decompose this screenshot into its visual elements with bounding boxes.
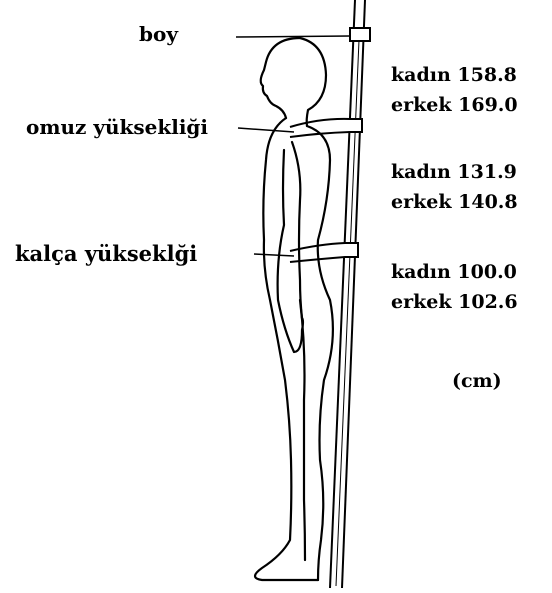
human-figure (255, 38, 333, 580)
shoulder-slider (238, 119, 362, 137)
measuring-rod (330, 0, 365, 588)
height-male-value: erkek 169.0 (391, 90, 518, 120)
label-hip-height: kalça yükseklği (15, 243, 197, 264)
hip-measurement-group: kadın 100.0 erkek 102.6 (391, 257, 518, 317)
hip-male-value: erkek 102.6 (391, 287, 518, 317)
shoulder-male-value: erkek 140.8 (391, 187, 518, 217)
height-measurement-group: kadın 158.8 erkek 169.0 (391, 60, 518, 120)
shoulder-measurement-group: kadın 131.9 erkek 140.8 (391, 157, 518, 217)
shoulder-female-value: kadın 131.9 (391, 157, 518, 187)
unit-label: (cm) (452, 372, 502, 391)
hip-slider (254, 243, 358, 262)
height-female-value: kadın 158.8 (391, 60, 518, 90)
label-height: boy (139, 24, 178, 44)
hip-female-value: kadın 100.0 (391, 257, 518, 287)
label-shoulder-height: omuz yüksekliği (26, 117, 208, 137)
